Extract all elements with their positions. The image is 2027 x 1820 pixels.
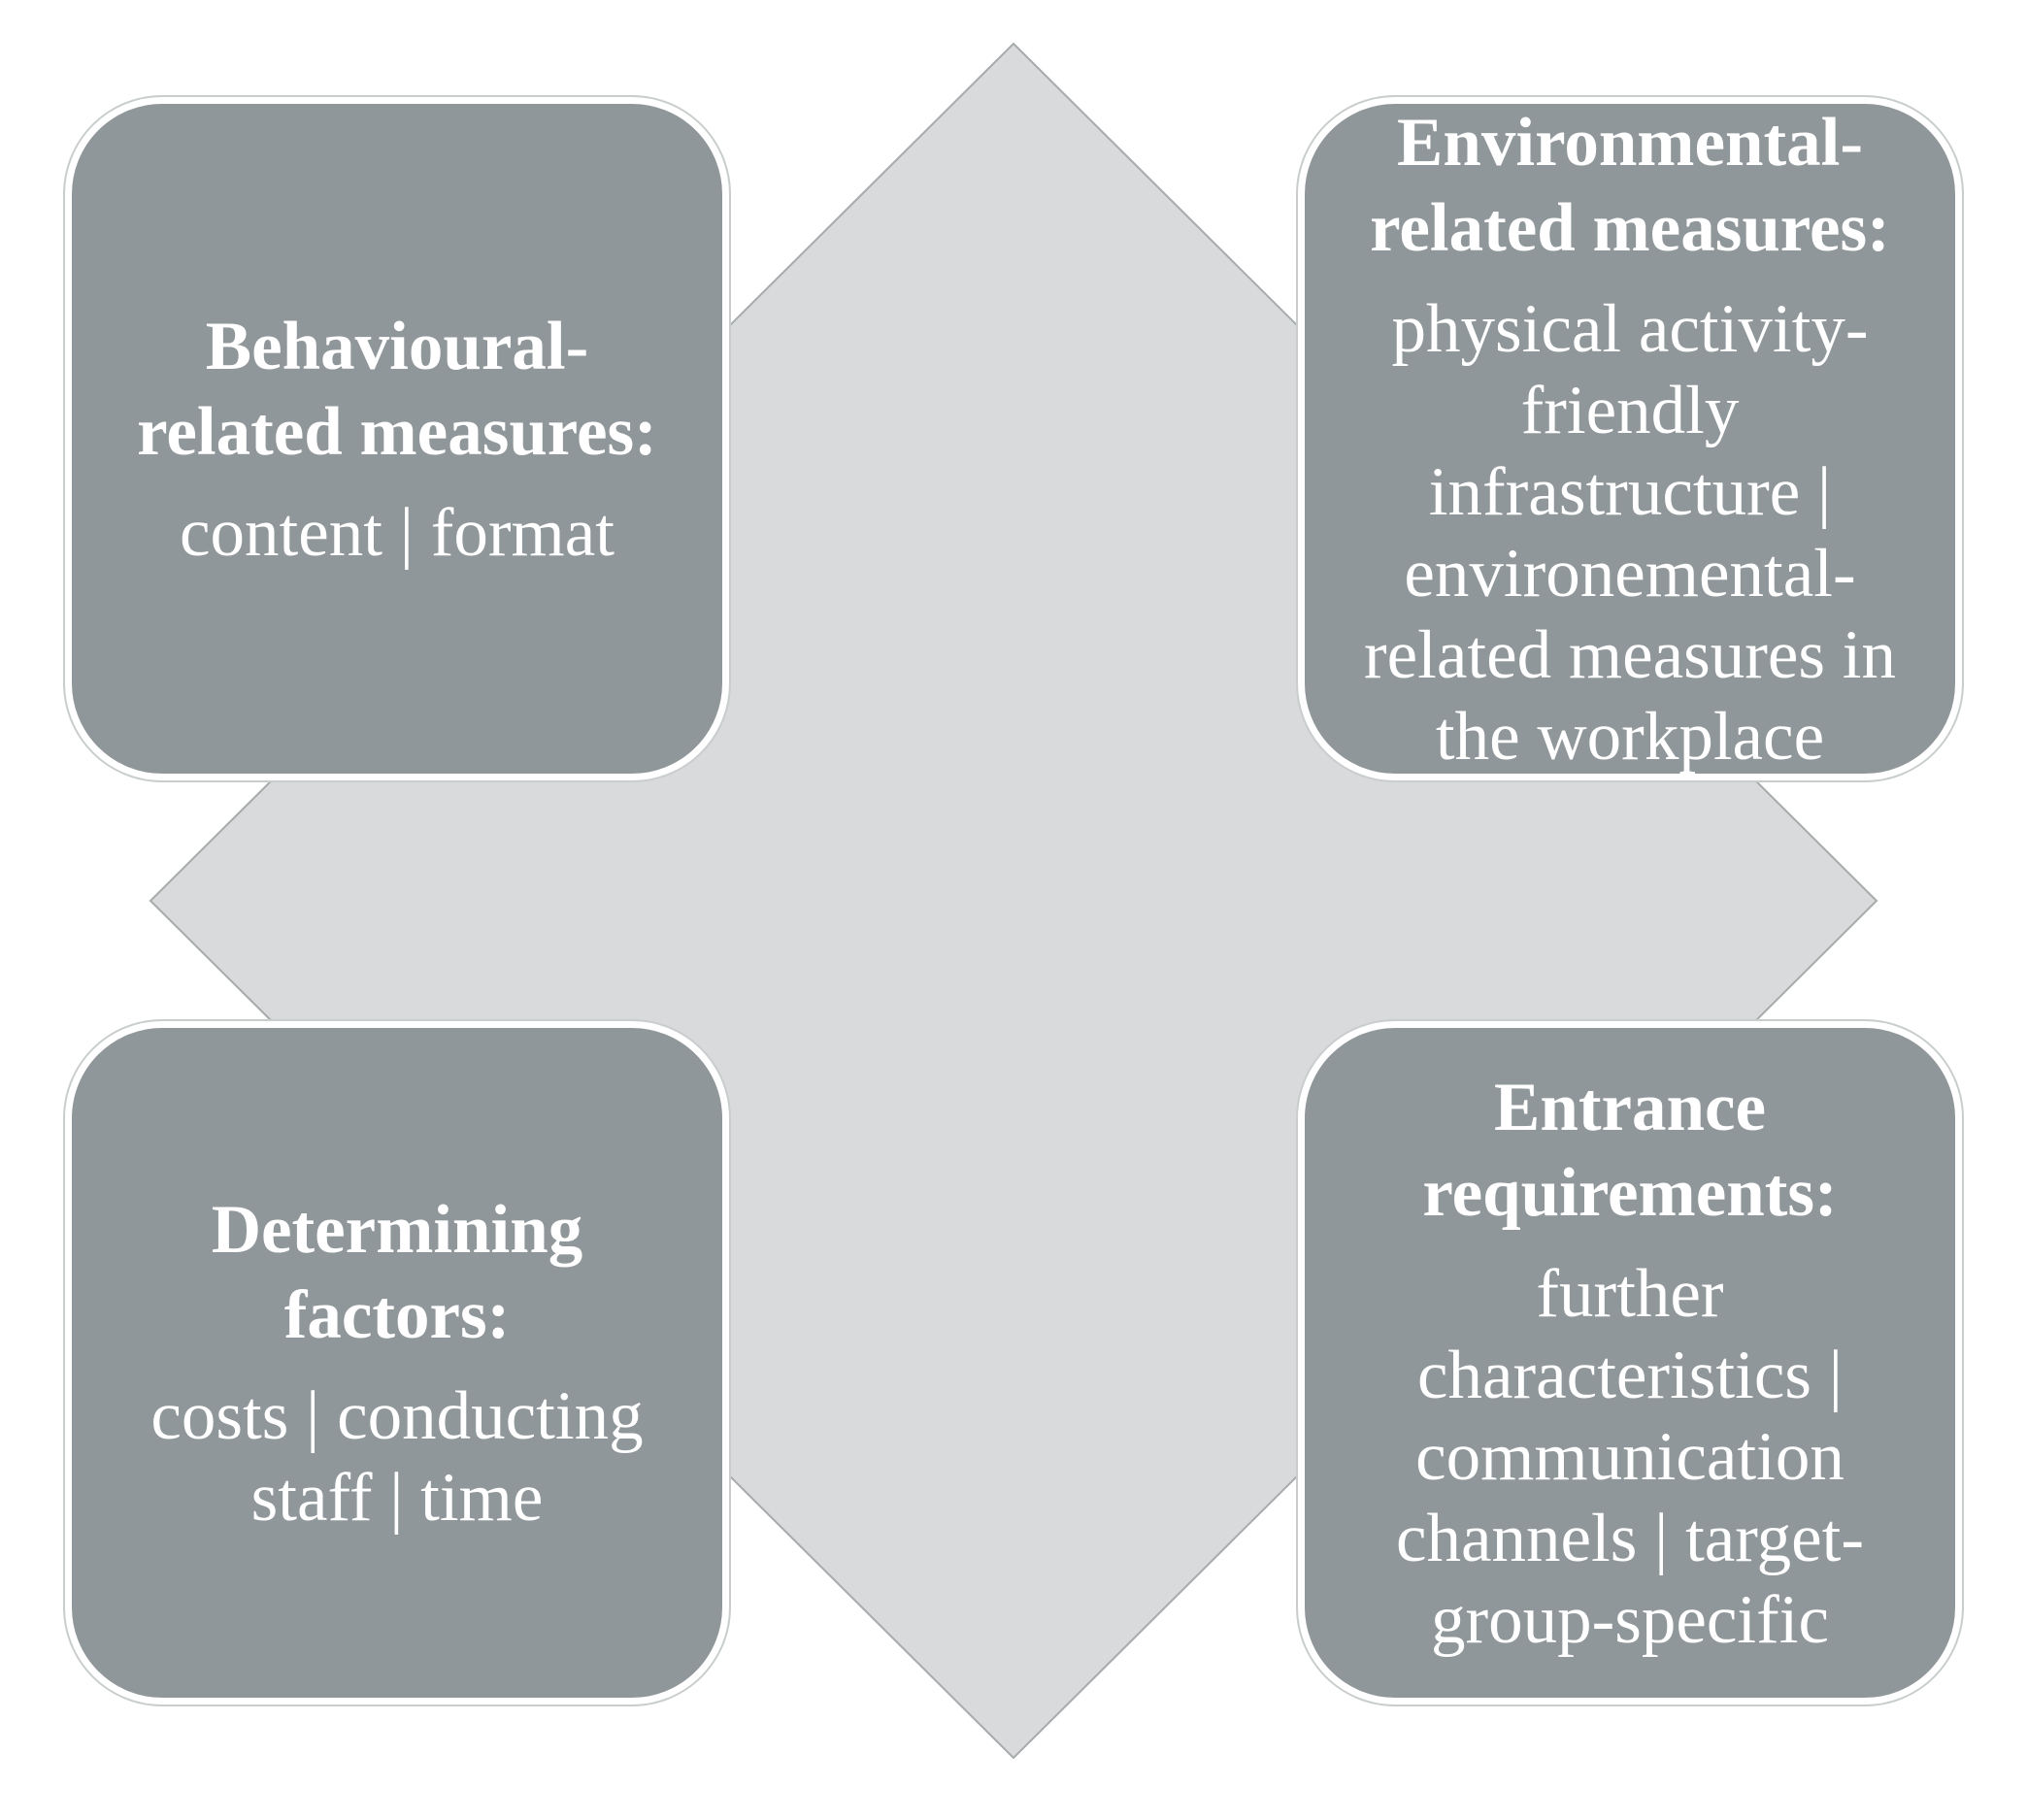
box-body: content | format (180, 495, 615, 571)
box-heading: Behavioural- related measures: (137, 309, 657, 470)
box-body: costs | conducting staff | time (150, 1378, 644, 1536)
box-heading: Determining factors: (211, 1192, 583, 1353)
box-body: physical activity- friendly infrastructu… (1363, 291, 1897, 775)
quadrant-box-environmental-measures: Environmental- related measures: physica… (1298, 97, 1962, 780)
box-heading: Environmental- related measures: (1370, 105, 1890, 266)
quadrant-box-determining-factors: Determining factors: costs | conducting … (65, 1021, 729, 1704)
box-heading: Entrance requirements: (1422, 1070, 1838, 1231)
quadrant-box-behavioural-measures: Behavioural- related measures: content |… (65, 97, 729, 780)
quadrant-box-entrance-requirements: Entrance requirements: further character… (1298, 1021, 1962, 1704)
box-body: further characteristics | communication … (1395, 1256, 1865, 1658)
